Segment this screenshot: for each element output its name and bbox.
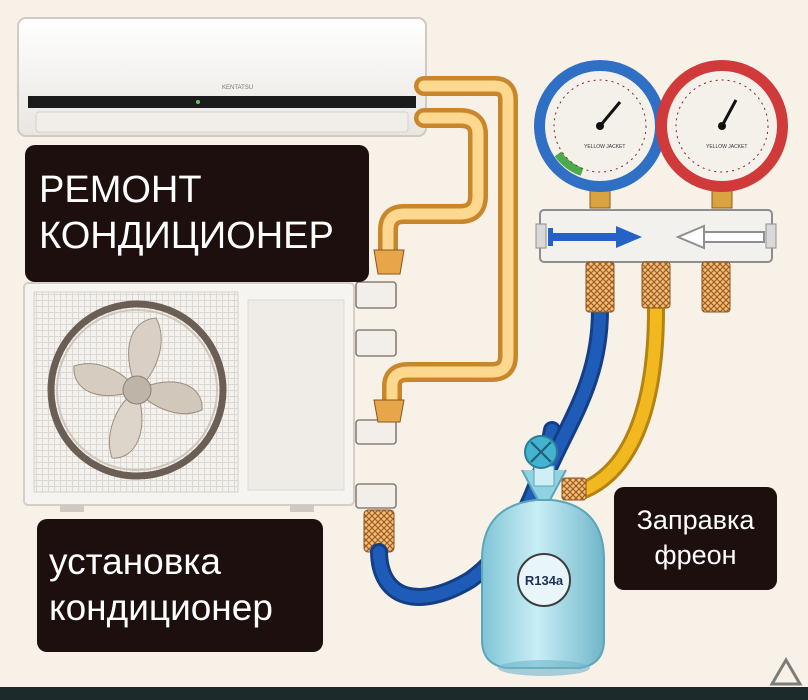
high-gauge-needle <box>720 99 738 127</box>
install-label-line2: кондиционер <box>49 587 273 628</box>
low-gauge-brand: YELLOW JACKET <box>584 144 625 150</box>
repair-label-line1: РЕМОНТ <box>39 169 202 211</box>
indoor-unit: KENTATSU <box>17 17 427 137</box>
install-label-line1: установка <box>49 541 221 582</box>
indoor-status-light <box>196 100 200 104</box>
charge-label-line1: Заправка <box>636 505 755 535</box>
outdoor-unit <box>23 249 405 553</box>
cylinder-valve-icon <box>524 435 558 469</box>
valve-nuts <box>373 249 405 423</box>
arrow-outline-icon <box>675 224 765 250</box>
service-valves <box>355 281 397 509</box>
bottom-bar <box>0 687 808 700</box>
fan-icon <box>47 300 227 480</box>
low-gauge-needle <box>598 101 622 127</box>
r134a-label: R134a <box>517 553 571 607</box>
manifold <box>535 209 777 313</box>
charge-label-line2: фреон <box>654 540 737 570</box>
arrow-blue-icon <box>548 226 642 248</box>
install-label: установка кондиционер <box>37 519 323 652</box>
copper-pipes <box>378 76 518 420</box>
high-gauge-brand: YELLOW JACKET <box>706 144 747 150</box>
watermark-logo-icon <box>769 657 803 686</box>
low-pressure-gauge: YELLOW JACKET <box>534 60 666 209</box>
indoor-brand-text: KENTATSU <box>222 85 253 91</box>
refrigerant-text: R134a <box>525 573 564 588</box>
repair-label: РЕМОНТ КОНДИЦИОНЕР <box>25 145 369 282</box>
charge-label: Заправка фреон <box>614 487 777 590</box>
repair-label-line2: КОНДИЦИОНЕР <box>39 215 334 257</box>
refrigerant-cylinder: R134a <box>481 435 605 676</box>
high-pressure-gauge: YELLOW JACKET <box>656 60 788 209</box>
